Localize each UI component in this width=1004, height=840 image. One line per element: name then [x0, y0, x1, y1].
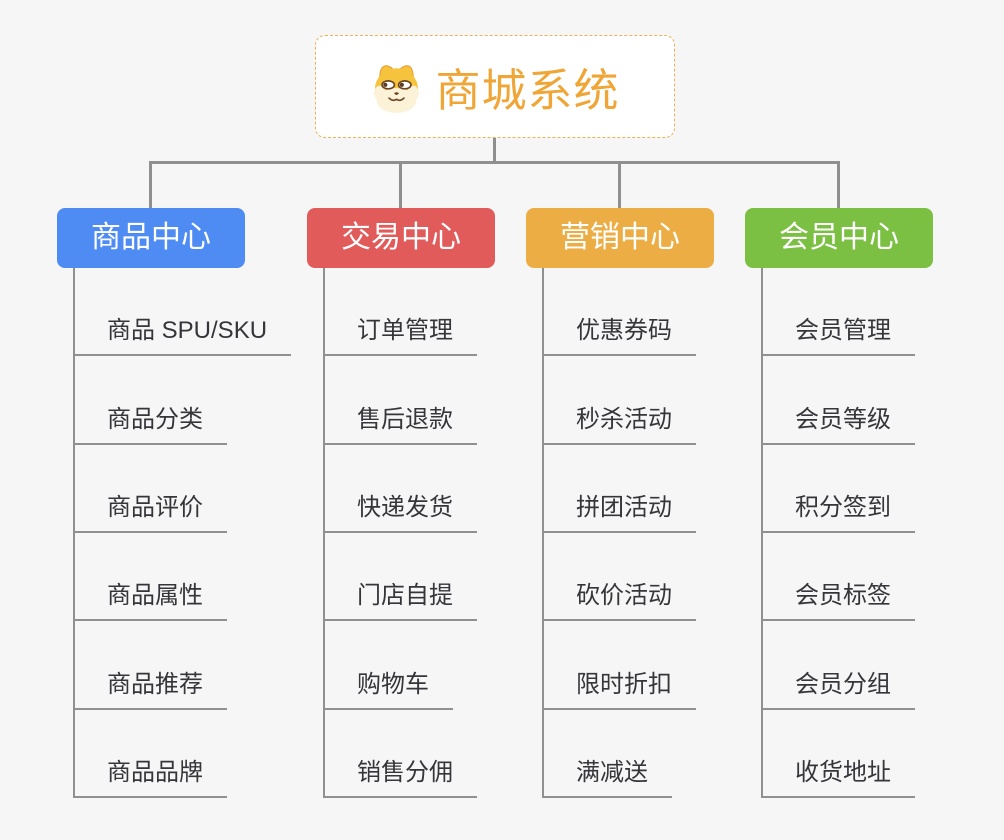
child-slot: 拼团活动 — [544, 445, 782, 533]
child-slot: 限时折扣 — [544, 621, 782, 710]
child-topic[interactable]: 秒杀活动 — [544, 399, 696, 445]
connector-stub-member — [837, 161, 840, 209]
child-topic[interactable]: 销售分佣 — [325, 752, 477, 798]
child-slot: 商品 SPU/SKU — [75, 268, 313, 357]
connector-stub-marketing — [618, 161, 621, 209]
child-slot: 满减送 — [544, 710, 782, 798]
branch-children-trade: 订单管理 售后退款 快递发货 门店自提 购物车 销售分佣 — [323, 268, 563, 798]
child-slot: 销售分佣 — [325, 710, 563, 798]
branch-node-trade-center[interactable]: 交易中心 — [307, 208, 495, 268]
child-slot: 商品品牌 — [75, 710, 313, 798]
child-topic[interactable]: 优惠券码 — [544, 310, 696, 357]
child-topic[interactable]: 满减送 — [544, 752, 672, 798]
child-topic[interactable]: 商品属性 — [75, 575, 227, 622]
child-topic[interactable]: 会员分组 — [763, 664, 915, 710]
connector-stub-product — [149, 161, 152, 209]
connector-horizontal-rail — [149, 161, 840, 164]
child-slot: 会员管理 — [763, 268, 1001, 357]
child-topic[interactable]: 收货地址 — [763, 752, 915, 798]
child-slot: 砍价活动 — [544, 533, 782, 622]
child-topic[interactable]: 砍价活动 — [544, 575, 696, 622]
child-slot: 商品评价 — [75, 445, 313, 533]
child-slot: 会员等级 — [763, 356, 1001, 445]
branch-node-marketing-center[interactable]: 营销中心 — [526, 208, 714, 268]
connector-stub-trade — [399, 161, 402, 209]
child-slot: 购物车 — [325, 621, 563, 710]
child-topic[interactable]: 订单管理 — [325, 310, 477, 357]
branch-children-marketing: 优惠券码 秒杀活动 拼团活动 砍价活动 限时折扣 满减送 — [542, 268, 782, 798]
child-topic[interactable]: 售后退款 — [325, 399, 477, 445]
child-slot: 门店自提 — [325, 533, 563, 622]
connector-root-vertical — [493, 138, 496, 164]
branch-node-product-center[interactable]: 商品中心 — [57, 208, 245, 268]
child-slot: 会员标签 — [763, 533, 1001, 622]
child-topic[interactable]: 商品分类 — [75, 399, 227, 445]
child-topic[interactable]: 限时折扣 — [544, 664, 696, 710]
child-slot: 会员分组 — [763, 621, 1001, 710]
child-slot: 积分签到 — [763, 445, 1001, 533]
branch-children-member: 会员管理 会员等级 积分签到 会员标签 会员分组 收货地址 — [761, 268, 1001, 798]
child-slot: 商品分类 — [75, 356, 313, 445]
root-node-mall-system[interactable]: 商城系统 — [315, 35, 675, 138]
branch-children-product: 商品 SPU/SKU 商品分类 商品评价 商品属性 商品推荐 商品品牌 — [73, 268, 313, 798]
child-topic[interactable]: 门店自提 — [325, 575, 477, 622]
child-topic[interactable]: 商品评价 — [75, 487, 227, 533]
child-topic[interactable]: 购物车 — [325, 664, 453, 710]
child-slot: 售后退款 — [325, 356, 563, 445]
child-slot: 收货地址 — [763, 710, 1001, 798]
root-title: 商城系统 — [435, 65, 620, 116]
child-topic[interactable]: 会员管理 — [763, 310, 915, 357]
shiba-dog-icon — [374, 65, 420, 113]
child-slot: 商品推荐 — [75, 621, 313, 710]
child-topic[interactable]: 商品推荐 — [75, 664, 227, 710]
child-slot: 商品属性 — [75, 533, 313, 622]
child-topic[interactable]: 会员标签 — [763, 575, 915, 622]
child-topic[interactable]: 拼团活动 — [544, 487, 696, 533]
child-topic[interactable]: 积分签到 — [763, 487, 915, 533]
child-topic[interactable]: 快递发货 — [325, 487, 477, 533]
branch-node-member-center[interactable]: 会员中心 — [745, 208, 933, 268]
child-slot: 优惠券码 — [544, 268, 782, 357]
child-slot: 快递发货 — [325, 445, 563, 533]
child-topic[interactable]: 商品 SPU/SKU — [75, 310, 292, 357]
child-topic[interactable]: 商品品牌 — [75, 752, 227, 798]
child-slot: 秒杀活动 — [544, 356, 782, 445]
child-slot: 订单管理 — [325, 268, 563, 357]
child-topic[interactable]: 会员等级 — [763, 399, 915, 445]
